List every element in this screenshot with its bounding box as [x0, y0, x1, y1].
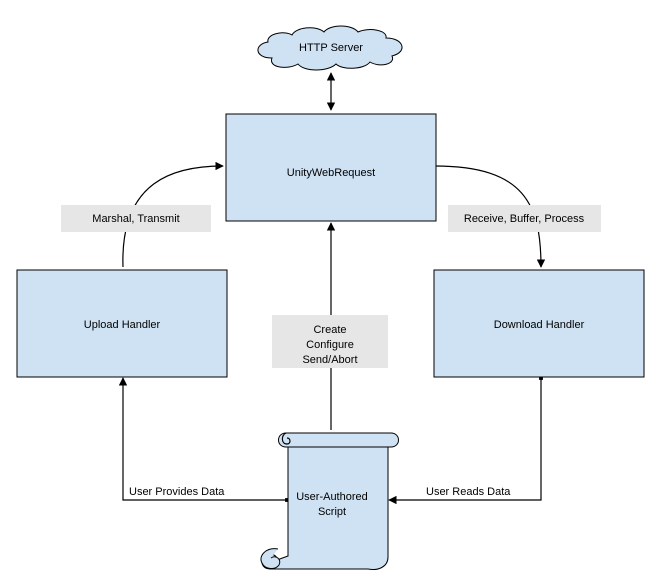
- edge-script-to-upload: [118, 377, 289, 502]
- upload-handler-node: Upload Handler: [16, 269, 228, 378]
- receive-buffer-process-text: Receive, Buffer, Process: [464, 213, 585, 225]
- unitywebrequest-box: [225, 113, 437, 222]
- edge-upload-to-request: [122, 161, 224, 268]
- user-script-label-line2: Script: [318, 506, 346, 518]
- edge-request-to-download: [434, 165, 546, 268]
- scroll-bottom-roll: [260, 548, 281, 569]
- user-script-label-line1: User-Authored: [296, 491, 368, 503]
- edge-download-to-script: [388, 376, 543, 505]
- download-handler-node: Download Handler: [433, 269, 645, 378]
- http-server-label: HTTP Server: [299, 42, 363, 54]
- scroll-body: [261, 439, 389, 570]
- upload-handler-label: Upload Handler: [84, 319, 161, 331]
- marshal-transmit-text: Marshal, Transmit: [92, 213, 179, 225]
- create-configure-label: Create Configure Send/Abort: [272, 315, 388, 368]
- create-label-line3: Send/Abort: [302, 354, 357, 366]
- create-label-line1: Create: [313, 324, 346, 336]
- receive-buffer-process-label: Receive, Buffer, Process: [448, 205, 601, 232]
- http-server-node: HTTP Server: [257, 25, 403, 71]
- scroll-top-curl: [281, 432, 291, 445]
- marshal-transmit-bg: [61, 205, 211, 232]
- create-label-line2: Configure: [306, 339, 354, 351]
- download-handler-box: [433, 269, 645, 378]
- marshal-transmit-label: Marshal, Transmit: [61, 205, 211, 232]
- scroll-top-roll: [278, 432, 399, 448]
- user-script-node: User-Authored Script: [260, 432, 399, 570]
- unitywebrequest-node: UnityWebRequest: [225, 113, 437, 222]
- receive-buffer-process-bg: [448, 205, 601, 232]
- user-provides-data-label: User Provides Data: [129, 486, 225, 498]
- download-handler-label: Download Handler: [494, 319, 585, 331]
- create-configure-bg: [272, 315, 388, 368]
- unitywebrequest-label: UnityWebRequest: [287, 167, 375, 179]
- cloud-shape: [257, 25, 403, 71]
- user-reads-data-label: User Reads Data: [426, 486, 511, 498]
- upload-handler-box: [16, 269, 228, 378]
